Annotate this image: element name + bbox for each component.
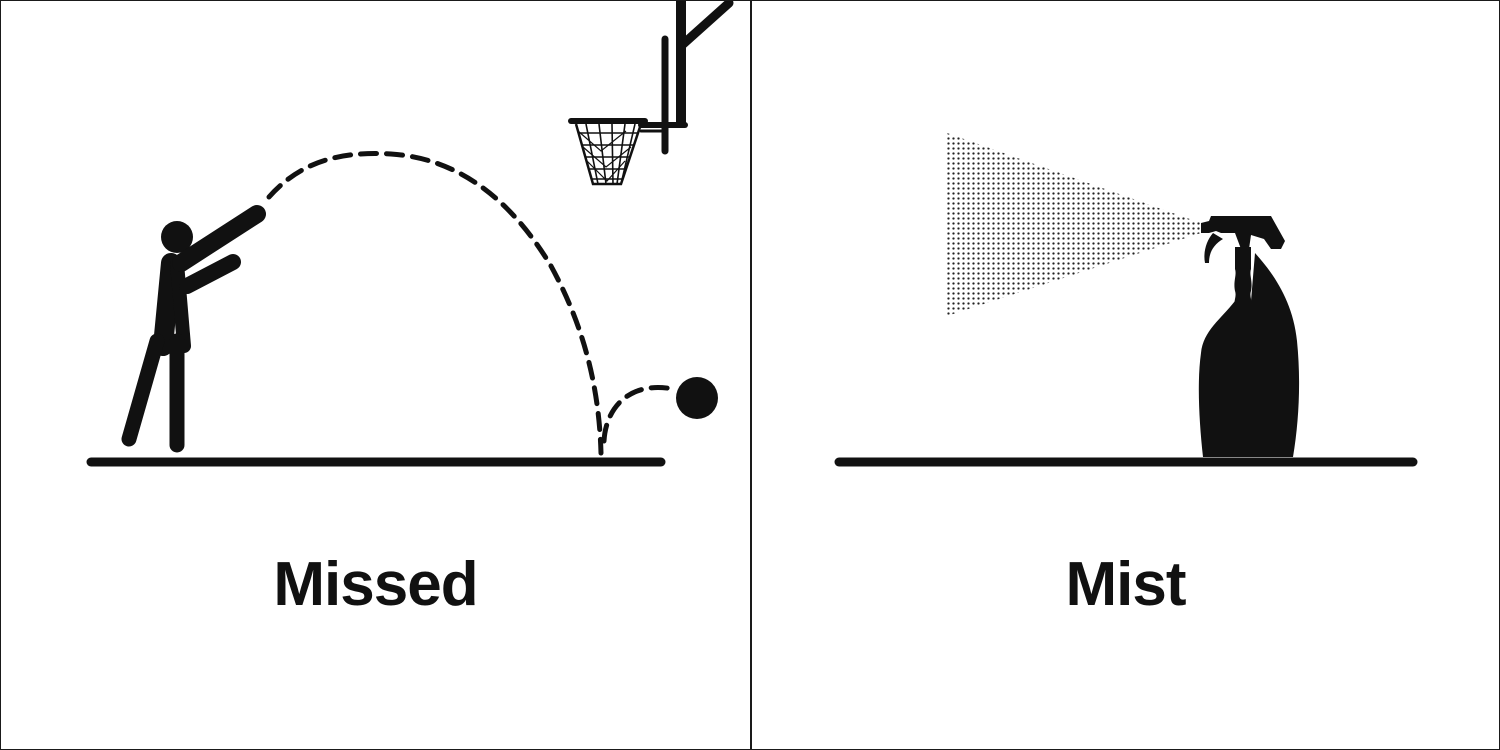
caption-mist: Mist <box>1065 550 1187 619</box>
player-figure-icon <box>121 205 266 453</box>
basketball-icon <box>676 377 718 419</box>
panel-missed: Missed <box>1 1 750 749</box>
caption-missed: Missed <box>273 550 478 619</box>
mist-spray-icon <box>947 133 1201 316</box>
panel-mist: Mist <box>751 1 1500 749</box>
missed-illustration <box>86 1 734 467</box>
basketball-hoop-icon <box>568 118 648 186</box>
spray-bottle-icon <box>1198 216 1300 457</box>
panel-divider <box>750 1 752 749</box>
mist-illustration <box>834 133 1418 467</box>
ball-trajectory <box>266 151 676 456</box>
hoop-stand <box>638 1 734 155</box>
